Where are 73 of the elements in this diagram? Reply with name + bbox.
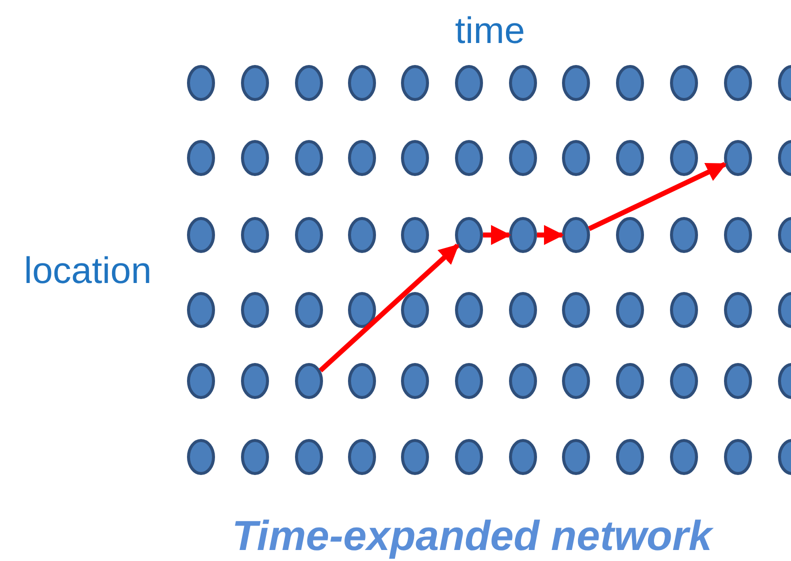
circle-node (615, 438, 645, 476)
circle-node (347, 64, 377, 102)
circle-node (508, 64, 538, 102)
circle-node (561, 438, 591, 476)
circle-node (454, 438, 484, 476)
circle-node (508, 139, 538, 177)
circle-node (561, 64, 591, 102)
circle-node (723, 64, 753, 102)
circle-node (669, 216, 699, 254)
circle-node (240, 139, 270, 177)
circle-node (723, 362, 753, 400)
circle-node (294, 64, 324, 102)
circle-node (669, 362, 699, 400)
circle-node (508, 291, 538, 329)
circle-node (347, 216, 377, 254)
circle-node (240, 64, 270, 102)
circle-node (454, 139, 484, 177)
circle-node (615, 216, 645, 254)
arrow (483, 225, 511, 245)
circle-node (561, 216, 591, 254)
circle-node (669, 139, 699, 177)
circle-node (561, 362, 591, 400)
circle-node (240, 216, 270, 254)
axis-label: time (455, 12, 525, 49)
circle-node (400, 216, 430, 254)
circle-node (186, 291, 216, 329)
circle-node (454, 291, 484, 329)
circle-node (294, 438, 324, 476)
circle-node (186, 139, 216, 177)
circle-node (615, 64, 645, 102)
circle-node (186, 438, 216, 476)
circle-node (400, 139, 430, 177)
circle-node (294, 362, 324, 400)
circle-node (186, 64, 216, 102)
circle-node (347, 438, 377, 476)
circle-node (347, 291, 377, 329)
arrow (588, 162, 727, 232)
circle-node (454, 64, 484, 102)
circle-node (240, 291, 270, 329)
circle-node (186, 362, 216, 400)
circle-node (723, 291, 753, 329)
circle-node (400, 291, 430, 329)
circle-node (454, 216, 484, 254)
arrow (537, 225, 564, 245)
circle-node (294, 291, 324, 329)
circle-node (723, 139, 753, 177)
circle-node (240, 438, 270, 476)
circle-node (561, 291, 591, 329)
circle-node (186, 216, 216, 254)
circle-node (723, 438, 753, 476)
circle-node (294, 216, 324, 254)
circle-node (508, 438, 538, 476)
circle-node (669, 291, 699, 329)
circle-node (294, 139, 324, 177)
circle-node (615, 291, 645, 329)
axis-label: location (24, 252, 152, 289)
circle-node (615, 139, 645, 177)
circle-node (347, 139, 377, 177)
caption: Time-expanded network (232, 515, 712, 557)
circle-node (240, 362, 270, 400)
circle-node (508, 216, 538, 254)
circle-node (347, 362, 377, 400)
circle-node (669, 64, 699, 102)
circle-node (669, 438, 699, 476)
circle-node (454, 362, 484, 400)
circle-node (400, 362, 430, 400)
circle-node (400, 438, 430, 476)
arrow (318, 244, 460, 372)
circle-node (615, 362, 645, 400)
circle-node (400, 64, 430, 102)
circle-node (508, 362, 538, 400)
circle-node (561, 139, 591, 177)
circle-node (723, 216, 753, 254)
